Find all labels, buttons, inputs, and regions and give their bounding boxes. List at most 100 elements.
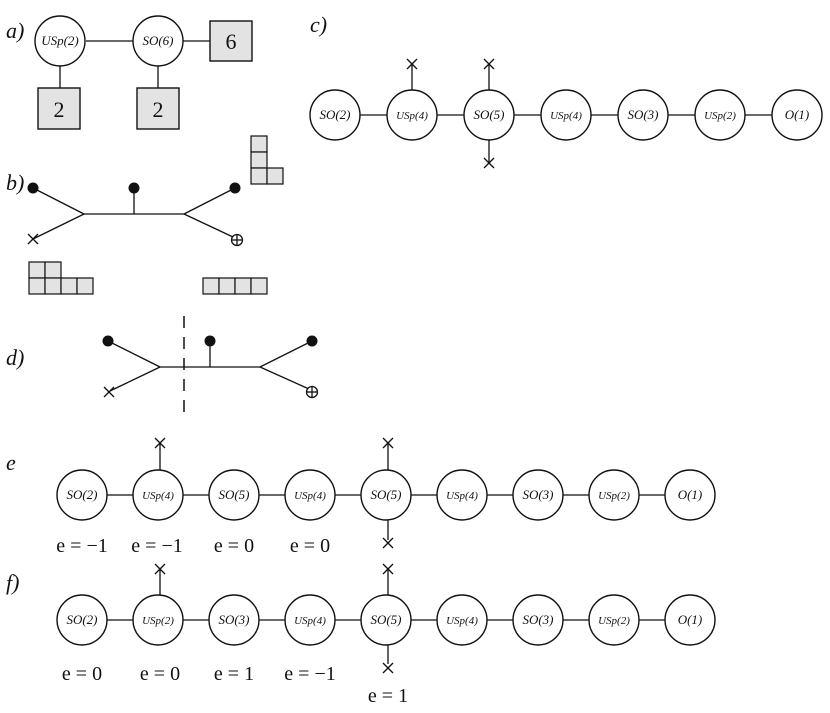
panel-e-label: e [6, 450, 16, 475]
gauge-node-label: USp(4) [294, 490, 326, 502]
flavor-box [136, 87, 180, 130]
gauge-node-label: O(1) [785, 107, 810, 122]
gauge-node-label: SO(3) [218, 612, 249, 627]
gauge-node-label: USp(2) [598, 615, 630, 627]
panel-d-label: d) [6, 345, 24, 370]
leg-lower-right [259, 366, 310, 390]
charge-label: e = 0 [214, 535, 254, 557]
oplus-marker [230, 233, 244, 247]
panel-a-label: a) [6, 18, 24, 43]
leg-upper-right [259, 340, 313, 368]
flavor-cross [483, 140, 495, 169]
puncture-dot [102, 335, 114, 347]
flavor-cross [483, 58, 495, 90]
gauge-node-label: USp(4) [446, 615, 478, 627]
gauge-node-so6 [132, 15, 184, 67]
charge-label: e = 0 [140, 663, 180, 685]
gauge-node-label: SO(2) [319, 107, 350, 122]
gauge-node [540, 89, 592, 141]
gauge-node [284, 469, 336, 521]
gauge-node-label: USp(4) [446, 490, 478, 502]
gauge-node [360, 594, 412, 646]
young-diagram [28, 261, 94, 295]
flavor-cross [382, 563, 394, 595]
leg-lower-right [183, 213, 234, 238]
gauge-node [664, 469, 716, 521]
charge-label: e = 1 [214, 663, 254, 685]
gauge-node [436, 469, 488, 521]
gauge-node-label: SO(3) [627, 107, 658, 122]
charge-label: e = −1 [284, 663, 335, 685]
gauge-node [617, 89, 669, 141]
gauge-node-label: SO(3) [522, 612, 553, 627]
gauge-node [208, 594, 260, 646]
charge-label: e = 0 [290, 535, 330, 557]
cross-marker [27, 233, 39, 245]
gauge-node-label: USp(4) [396, 110, 428, 122]
young-diagram [250, 135, 284, 185]
puncture-dot [306, 335, 318, 347]
gauge-node-label: SO(2) [66, 612, 97, 627]
panel-c-label: c) [310, 12, 327, 37]
gauge-node [309, 89, 361, 141]
flavor-cross [382, 520, 394, 549]
gauge-node-label: SO(5) [218, 487, 249, 502]
puncture-dot [229, 182, 241, 194]
gauge-node-label: SO(3) [522, 487, 553, 502]
flavor-cross [406, 58, 418, 90]
gauge-node [208, 469, 260, 521]
gauge-node [360, 469, 412, 521]
charge-label: e = −1 [56, 535, 107, 557]
leg-upper-left [107, 340, 161, 368]
leg-lower-left [32, 213, 85, 240]
panel-f: f) SO(2) USp(2) SO(3) USp(4) SO(5) USp(4) SO(3… [6, 563, 716, 707]
charge-label: e = −1 [131, 535, 182, 557]
oplus-marker [305, 385, 319, 399]
gauge-node [56, 469, 108, 521]
flavor-cross [382, 645, 394, 674]
flavor-cross [154, 563, 166, 595]
panel-d: d) [6, 316, 319, 418]
gauge-node-label: USp(4) [294, 615, 326, 627]
gauge-node [512, 469, 564, 521]
leg-upper-left [32, 187, 85, 215]
flavor-box-label: 2 [54, 97, 65, 122]
flavor-box [209, 20, 253, 62]
gauge-node [512, 594, 564, 646]
puncture-dot [204, 335, 216, 347]
gauge-node-label: USp(2) [142, 615, 174, 627]
gauge-node [588, 594, 640, 646]
cross-marker [103, 386, 115, 398]
quiver-chain: SO(2) USp(4) SO(5) USp(4) SO(3) USp(2) O(1) [309, 89, 823, 141]
gauge-node-label: USp(2) [598, 490, 630, 502]
gauge-node-usp2 [34, 15, 86, 67]
flavor-box-label: 2 [153, 97, 164, 122]
quiver-chain: SO(2) USp(2) SO(3) USp(4) SO(5) USp(4) SO(3) US… [56, 594, 716, 646]
panel-a: a) USp(2) SO(6) 6 2 2 [6, 15, 253, 130]
panel-e: e SO(2)USp(4)SO(5)USp(4)SO(5)USp(4)SO(3)… [6, 437, 716, 557]
gauge-node-label: USp(4) [550, 110, 582, 122]
gauge-node-label: SO(5) [473, 107, 504, 122]
gauge-node [132, 469, 184, 521]
gauge-node [588, 469, 640, 521]
gauge-node [56, 594, 108, 646]
gauge-node [771, 89, 823, 141]
gauge-node [694, 89, 746, 141]
gauge-node-label: O(1) [678, 612, 703, 627]
gauge-node [284, 594, 336, 646]
young-diagram [202, 277, 268, 295]
panel-b: b) [6, 135, 284, 295]
charge-label: e = 1 [368, 685, 408, 707]
gauge-node-label: O(1) [678, 487, 703, 502]
gauge-node-label: SO(5) [370, 487, 401, 502]
gauge-node [132, 594, 184, 646]
gauge-node-label: SO(5) [370, 612, 401, 627]
panel-b-label: b) [6, 170, 24, 195]
gauge-node [664, 594, 716, 646]
flavor-cross [382, 437, 394, 470]
flavor-box [37, 87, 81, 130]
gauge-node-label: USp(2) [704, 110, 736, 122]
panel-f-label: f) [6, 570, 19, 595]
charge-label: e = 0 [62, 663, 102, 685]
